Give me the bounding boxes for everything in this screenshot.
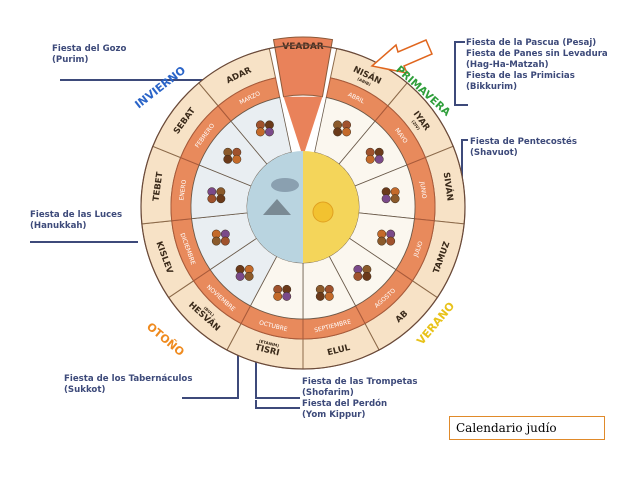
mountain-icon: [263, 199, 291, 215]
annotation-pascua: Fiesta de la Pascua (Pesaj) Fiesta de Pa…: [466, 38, 608, 93]
arrow-shape: [370, 39, 433, 75]
produce-icon: [365, 147, 384, 164]
annotation-pascua-line-4: Fiesta de las Primicias: [466, 71, 575, 81]
connector-pentecostes: [461, 139, 468, 183]
caption-box: Calendario judío: [449, 416, 605, 440]
hebrew-month-sub: (ETANIM): [258, 338, 279, 348]
veadar-label: VEADAR: [282, 42, 324, 52]
produce-icon: [333, 120, 352, 137]
annotation-pentecostes-line-2: (Shavuot): [470, 148, 518, 158]
annotation-pentecostes: Fiesta de Pentecostés (Shavuot): [470, 137, 577, 159]
connector-trompetas-2: [255, 400, 300, 409]
connector-tabernaculos: [182, 355, 239, 399]
produce-icon: [223, 147, 242, 164]
veadar-wedge: [272, 36, 334, 98]
annotation-tabernaculos-line-1: Fiesta de los Tabernáculos: [64, 374, 193, 384]
gregorian-month-label: JUNIO: [418, 180, 427, 199]
wheel-outline: [140, 44, 466, 370]
annotation-pentecostes-line-1: Fiesta de Pentecostés: [470, 137, 577, 147]
annotation-luces-line-1: Fiesta de las Luces: [30, 210, 123, 220]
annotation-gozo-line-1: Fiesta del Gozo: [52, 44, 127, 54]
annotation-luces-line-2: (Hanukkah): [30, 221, 87, 231]
nisan-arrow: [370, 39, 433, 75]
hebrew-month-sub: (ABIB): [357, 76, 372, 87]
annotation-gozo: Fiesta del Gozo (Purim): [52, 44, 126, 66]
produce-icon: [235, 264, 254, 281]
sun-icon: [312, 201, 334, 223]
annotation-trompetas-line-3: Fiesta del Perdón: [302, 399, 388, 409]
veadar-spike: [283, 96, 323, 157]
annotation-pascua-line-5: (Bikkurim): [466, 82, 518, 92]
produce-icon: [273, 284, 292, 301]
annotation-tabernaculos: Fiesta de los Tabernáculos (Sukkot): [64, 374, 192, 396]
hebrew-month-label: TEBET: [151, 171, 165, 202]
annotation-trompetas: Fiesta de las Trompetas (Shofarim) Fiest…: [302, 377, 418, 421]
annotation-tabernaculos-line-2: (Sukkot): [64, 385, 106, 395]
gregorian-month-label: ENERO: [178, 179, 188, 201]
produce-icon: [377, 229, 396, 246]
annotation-gozo-line-2: (Purim): [52, 55, 89, 65]
produce-icon: [211, 229, 230, 246]
annotation-pascua-line-1: Fiesta de la Pascua (Pesaj): [466, 38, 597, 48]
produce-icon: [353, 264, 372, 281]
produce-icon: [315, 284, 334, 301]
calendar-wheel: VEADARNISÁN(ABIB)ABRILIYAR(ZIV)MAYOSIVÁN…: [140, 36, 466, 370]
annotation-trompetas-line-2: (Shofarim): [302, 388, 354, 398]
produce-icon: [381, 187, 400, 204]
connector-pascua: [454, 41, 468, 106]
annotation-pascua-line-3: (Hag-Ha-Matzah): [466, 60, 549, 70]
produce-icon: [207, 187, 226, 204]
annotation-trompetas-line-4: (Yom Kippur): [302, 410, 366, 420]
cloud-icon: [271, 178, 299, 192]
connector-trompetas: [255, 360, 300, 399]
produce-icon: [255, 120, 274, 137]
annotation-trompetas-line-1: Fiesta de las Trompetas: [302, 377, 418, 387]
annotation-pascua-line-2: Fiesta de Panes sin Levadura: [466, 49, 608, 59]
annotation-luces: Fiesta de las Luces (Hanukkah): [30, 210, 122, 232]
hebrew-month-sub: (ZIV): [411, 119, 422, 131]
